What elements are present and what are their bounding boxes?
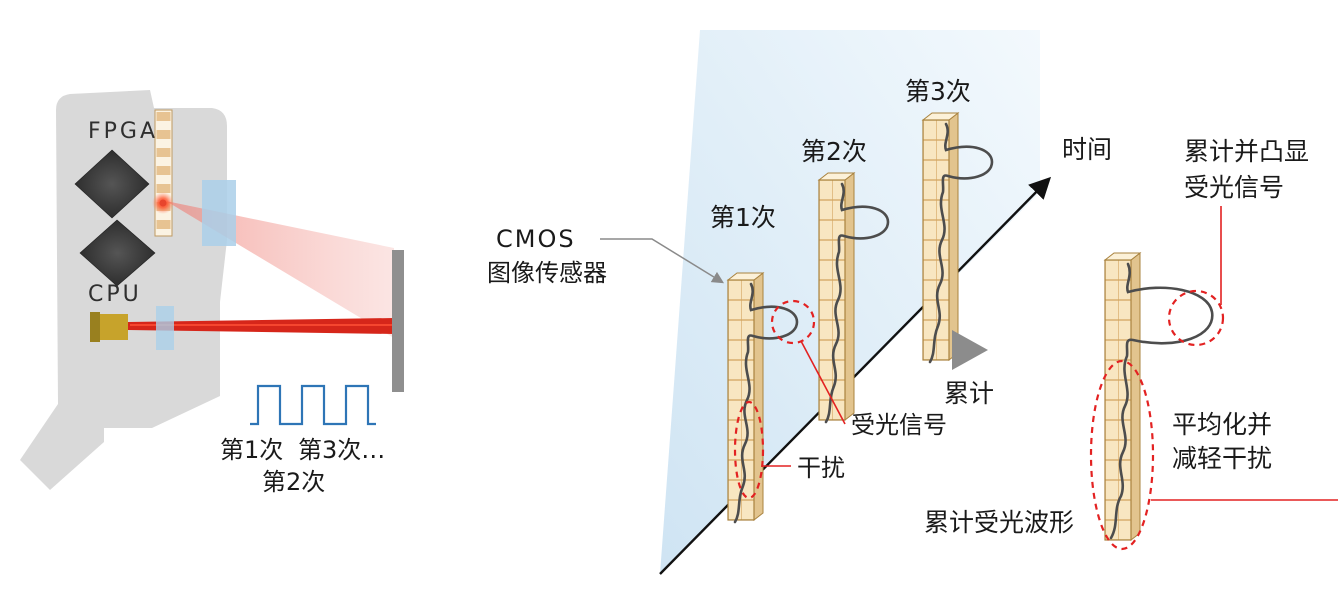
received-signal-label: 受光信号 bbox=[851, 411, 947, 439]
exposure-column-2 bbox=[817, 171, 856, 422]
pulse-label-second: 第2次 bbox=[262, 468, 325, 496]
interference-ellipse bbox=[733, 400, 765, 500]
image-sensor-array bbox=[154, 109, 173, 237]
pass-label-1: 第1次 bbox=[710, 203, 776, 232]
pass-label-3: 第3次 bbox=[905, 77, 971, 106]
accumulated-column bbox=[1103, 251, 1142, 542]
laser-emitter bbox=[90, 312, 128, 342]
fpga-label: FPGA bbox=[88, 119, 158, 144]
time-axis-label: 时间 bbox=[1062, 135, 1112, 164]
accumulate-triangle-icon bbox=[952, 330, 988, 370]
sensor-head-silhouette bbox=[20, 90, 227, 490]
cpu-label: CPU bbox=[88, 282, 142, 307]
pass-label-2: 第2次 bbox=[801, 137, 867, 166]
accumulated-waveform-label: 累计受光波形 bbox=[924, 508, 1074, 537]
interference-label: 干扰 bbox=[797, 454, 845, 482]
emitting-lens bbox=[156, 306, 174, 350]
exposure-column-3 bbox=[921, 111, 960, 362]
average-ellipse bbox=[1089, 359, 1155, 551]
average-label-line1: 平均化并 bbox=[1172, 410, 1272, 439]
highlight-label-line2: 受光信号 bbox=[1184, 173, 1284, 202]
fpga-chip-icon-1 bbox=[74, 149, 150, 219]
received-signal-leader bbox=[800, 340, 846, 425]
exposure-column-1 bbox=[726, 271, 765, 522]
sensor-head-group: FPGA CPU bbox=[20, 90, 404, 496]
pulse-label-third: 第3次… bbox=[298, 436, 385, 464]
average-label-line2: 减轻干扰 bbox=[1172, 444, 1272, 473]
cmos-label-line1: CMOS bbox=[496, 225, 576, 253]
target-object bbox=[392, 250, 404, 392]
received-signal-circle bbox=[770, 299, 816, 345]
accumulated-waveform bbox=[1109, 262, 1214, 540]
fpga-chip-icon-2 bbox=[79, 219, 156, 287]
highlighted-signal-circle bbox=[1167, 289, 1225, 347]
cmos-leader-line bbox=[600, 238, 725, 284]
pulse-waveform bbox=[250, 384, 376, 426]
pulse-label-first: 第1次 bbox=[220, 436, 283, 464]
cmos-label-line2: 图像传感器 bbox=[487, 259, 607, 287]
received-light-spot-core bbox=[159, 199, 167, 207]
accumulate-label: 累计 bbox=[944, 379, 994, 408]
receiving-lens bbox=[202, 180, 236, 246]
highlight-label-line1: 累计并凸显 bbox=[1184, 137, 1309, 166]
